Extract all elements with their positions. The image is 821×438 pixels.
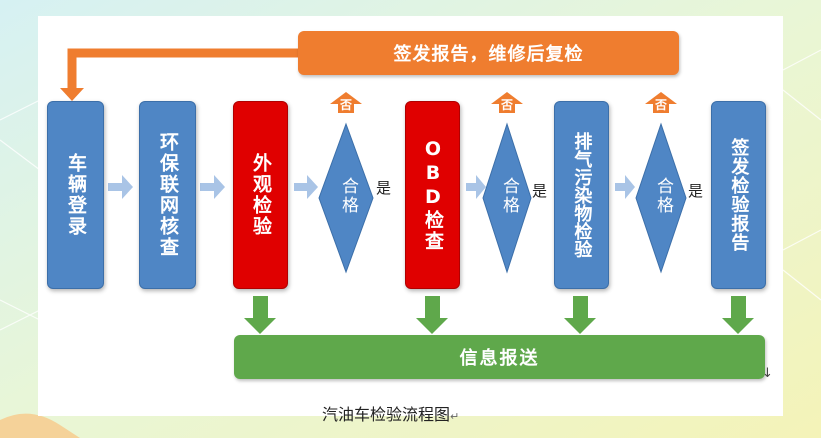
decision-label-3: 合格 bbox=[653, 177, 673, 215]
feedback-loop-arrow bbox=[67, 48, 298, 92]
decision-diamond-2 bbox=[482, 122, 532, 274]
step-visual-inspection: 外观检验 bbox=[233, 101, 288, 289]
step-network-check-label: 环保联网核查 bbox=[156, 132, 179, 258]
no-label-1: 否 bbox=[340, 98, 353, 112]
down-arrow-1 bbox=[244, 296, 276, 334]
caption-text: 汽油车检验流程图 bbox=[322, 405, 451, 424]
flow-arrow-3 bbox=[294, 175, 318, 199]
step-visual-inspection-label: 外观检验 bbox=[249, 153, 272, 237]
no-arrow-2 bbox=[491, 92, 523, 113]
flow-arrow-2 bbox=[200, 175, 225, 199]
yes-label-3: 是 bbox=[688, 182, 704, 200]
step-vehicle-register-label: 车辆登录 bbox=[64, 153, 87, 237]
decision-label-1: 合格 bbox=[338, 177, 358, 215]
feedback-reinspect-banner: 签发报告，维修后复检 bbox=[298, 31, 679, 75]
no-label-2: 否 bbox=[501, 98, 514, 112]
diagram-caption: 汽油车检验流程图↵ bbox=[322, 401, 459, 425]
flow-arrow-5 bbox=[615, 175, 635, 199]
step-emission-check-label: 排气污染物检验 bbox=[571, 132, 593, 258]
flow-arrow-4 bbox=[466, 175, 486, 199]
step-emission-check: 排气污染物检验 bbox=[554, 101, 609, 289]
yes-label-1: 是 bbox=[376, 179, 392, 197]
step-vehicle-register: 车辆登录 bbox=[47, 101, 104, 289]
feedback-arrowhead bbox=[60, 88, 84, 101]
no-arrow-3 bbox=[645, 92, 677, 113]
down-arrow-2 bbox=[416, 296, 448, 334]
decision-diamond-1 bbox=[318, 122, 374, 274]
down-arrow-4 bbox=[722, 296, 754, 334]
decision-diamond-3 bbox=[635, 122, 687, 274]
flow-arrow-1 bbox=[108, 175, 133, 199]
yes-label-2: 是 bbox=[532, 182, 548, 200]
caption-return-mark: ↵ bbox=[450, 410, 460, 423]
decision-label-2: 合格 bbox=[499, 177, 519, 215]
step-issue-report: 签发检验报告 bbox=[711, 101, 766, 289]
paragraph-mark: ↓ bbox=[762, 366, 773, 381]
info-report-bar: 信息报送 bbox=[234, 335, 765, 379]
down-arrow-3 bbox=[564, 296, 596, 334]
no-label-3: 否 bbox=[655, 98, 668, 112]
step-network-check: 环保联网核查 bbox=[139, 101, 196, 289]
step-obd-check: OBD检查 bbox=[405, 101, 460, 289]
no-arrow-1 bbox=[330, 92, 362, 113]
step-issue-report-label: 签发检验报告 bbox=[728, 138, 750, 252]
step-obd-check-label: OBD检查 bbox=[421, 138, 444, 252]
